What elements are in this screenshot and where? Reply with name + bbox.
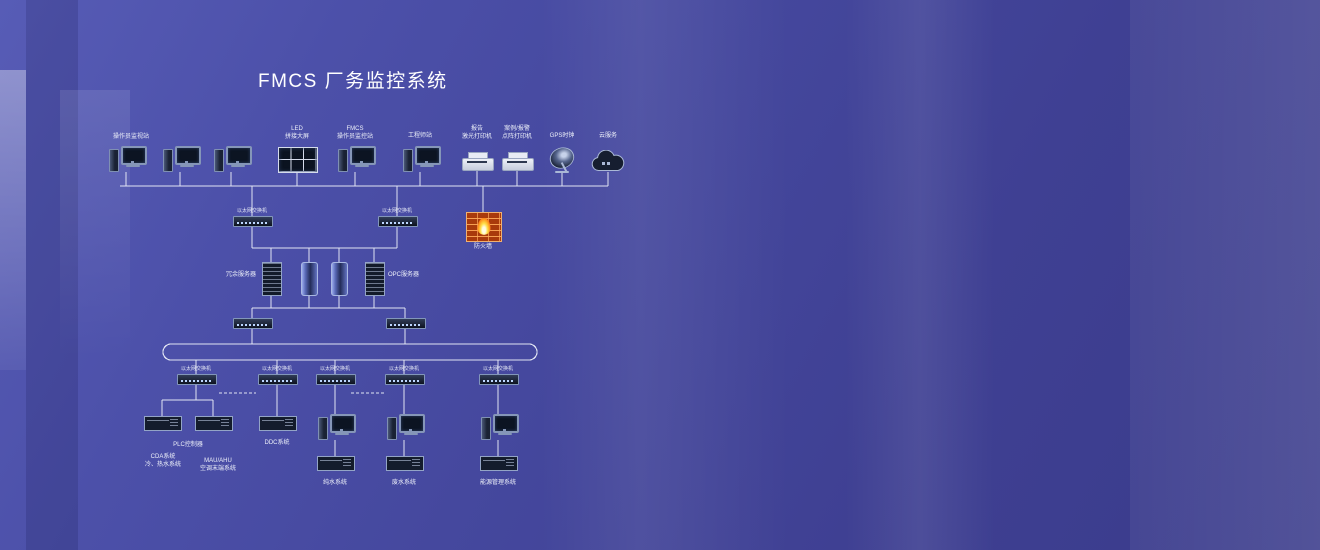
ddc-controller-icon (259, 416, 297, 431)
laser-printer-label: 报告 激光打印机 (461, 126, 492, 140)
led-wall-label: LED 拼接大屏 (284, 126, 309, 140)
switch-label: 以太网交换机 (236, 208, 267, 214)
tower-server-icon (301, 262, 318, 296)
switch-label: 以太网交换机 (180, 366, 211, 372)
operator-workstation-icon (163, 146, 201, 172)
laser-printer-icon (462, 152, 494, 171)
cloud-service-label: 云服务 (598, 133, 617, 139)
plc-controller-icon (195, 416, 233, 431)
redundant-server-label: 冗余服务器 (225, 272, 256, 278)
satellite-dish-icon (547, 144, 577, 173)
operator-workstation-icon (214, 146, 252, 172)
opc-server-label: OPC服务器 (388, 272, 420, 278)
cda-system-label: CDA系统 冷、热水系统 (144, 454, 181, 468)
ddc-system-label: DDC系统 (264, 440, 290, 446)
pure-water-label: 纯水系统 (322, 480, 347, 486)
waste-water-controller-icon (386, 456, 424, 471)
switch-label: 以太网交换机 (261, 366, 292, 372)
switch-label: 以太网交换机 (381, 208, 412, 214)
dot-matrix-printer-icon (502, 152, 534, 171)
ethernet-switch-icon (479, 374, 519, 385)
opc-server-rack-icon (365, 262, 385, 296)
pure-water-workstation-icon (318, 414, 356, 440)
waste-water-label: 废水系统 (391, 480, 416, 486)
ethernet-switch-icon (385, 374, 425, 385)
led-video-wall-icon (278, 147, 318, 173)
energy-workstation-icon (481, 414, 519, 440)
fmcs-workstation-icon (338, 146, 376, 172)
firewall-label: 防火墙 (473, 244, 492, 250)
energy-controller-icon (480, 456, 518, 471)
flame-icon (477, 217, 491, 235)
switch-label: 以太网交换机 (388, 366, 419, 372)
mau-ahu-label: MAU/AHU 空调末端系统 (199, 458, 236, 472)
fmcs-station-label: FMCS 操作员监控站 (336, 126, 373, 140)
operator-workstation-icon (109, 146, 147, 172)
waste-water-workstation-icon (387, 414, 425, 440)
ethernet-switch-icon (386, 318, 426, 329)
engineer-station-label: 工程师站 (407, 133, 432, 139)
operator-station-label: 操作员监视站 (112, 134, 149, 140)
ethernet-switch-icon (177, 374, 217, 385)
firewall-icon (466, 212, 502, 242)
ethernet-switch-icon (233, 318, 273, 329)
pure-water-controller-icon (317, 456, 355, 471)
plc-controller-label: PLC控制器 (173, 442, 203, 448)
ethernet-switch-icon (233, 216, 273, 227)
ring-bus (162, 343, 538, 361)
page-title: FMCS 厂务监控系统 (258, 71, 448, 92)
plc-controller-icon (144, 416, 182, 431)
dot-printer-label: 案例/报警 点阵打印机 (501, 126, 532, 140)
cloud-icon (590, 149, 626, 177)
redundant-server-rack-icon (262, 262, 282, 296)
tower-server-icon (331, 262, 348, 296)
engineer-workstation-icon (403, 146, 441, 172)
gps-clock-label: GPS时钟 (549, 133, 575, 139)
ethernet-switch-icon (378, 216, 418, 227)
energy-mgmt-label: 能源管理系统 (479, 480, 516, 486)
switch-label: 以太网交换机 (319, 366, 350, 372)
ethernet-switch-icon (316, 374, 356, 385)
switch-label: 以太网交换机 (482, 366, 513, 372)
ethernet-switch-icon (258, 374, 298, 385)
